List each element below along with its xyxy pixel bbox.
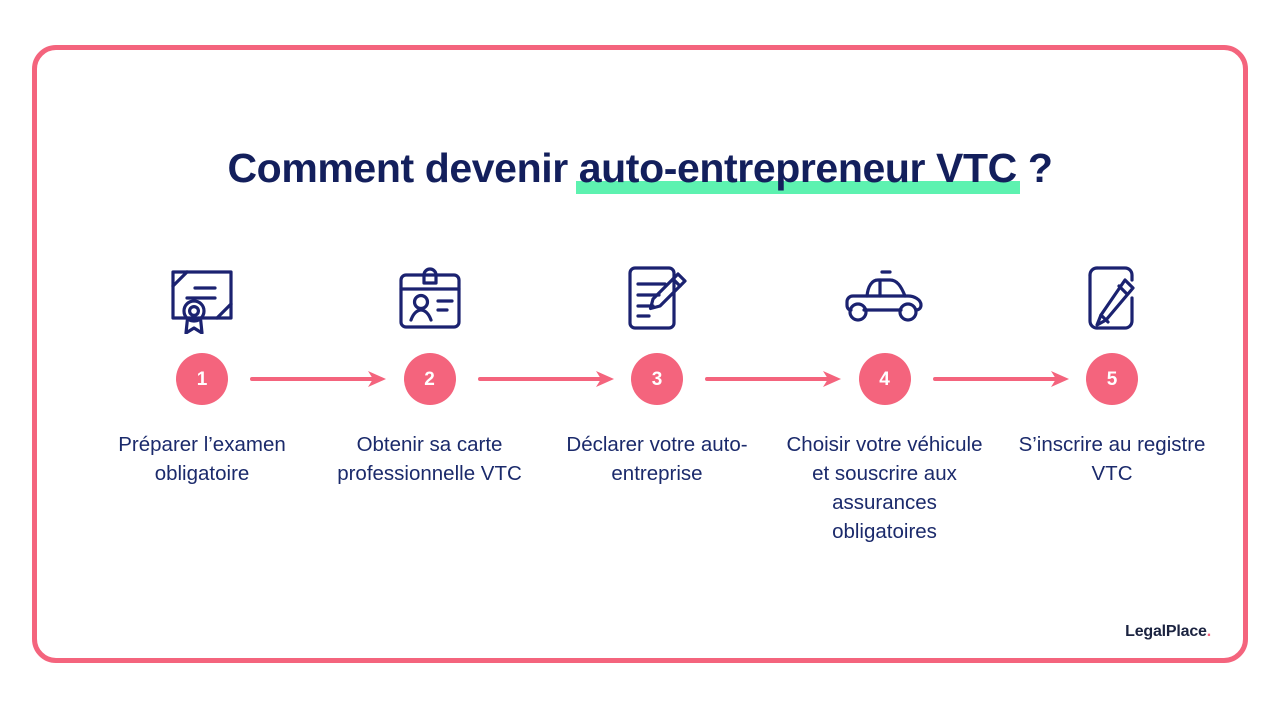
title-text-after: ?	[1016, 145, 1053, 192]
logo-text: LegalPlace	[1125, 623, 1207, 640]
title-text-before: Comment devenir	[227, 145, 579, 192]
step-number-badge: 2	[403, 353, 456, 405]
step-5-badge-row: 5	[1017, 341, 1207, 417]
step-caption: Choisir votre véhicule et souscrire aux …	[786, 433, 983, 543]
title-container: Comment devenir auto-entrepreneur VTC ?	[37, 118, 1243, 220]
step-5: 5 S’inscrire au registre VTC	[1017, 255, 1207, 488]
step-number-badge: 5	[1086, 353, 1138, 405]
step-4: 4 Choisir votre véhicule et souscrire au…	[786, 255, 1069, 546]
step-2-badge-row: 2	[335, 341, 614, 417]
step-3: 3 Déclarer votre auto-entreprise	[562, 255, 841, 488]
step-3-badge-row: 3	[562, 341, 841, 417]
certificate-icon	[163, 255, 241, 341]
logo-dot: .	[1206, 623, 1211, 640]
slide-border-frame: Comment devenir auto-entrepreneur VTC ?	[32, 45, 1248, 663]
step-2: 2 Obtenir sa carte professionnelle VTC	[335, 255, 614, 488]
document-pencil-icon	[621, 255, 693, 341]
car-icon	[842, 255, 928, 341]
step-number-badge: 3	[631, 353, 683, 405]
step-1: 1 Préparer l’examen obligatoire	[107, 255, 386, 488]
step-number-badge: 1	[176, 353, 228, 405]
title-highlighted-text: auto-entrepreneur VTC	[575, 145, 1020, 195]
register-pen-icon	[1077, 255, 1147, 341]
id-card-icon	[393, 255, 467, 341]
step-number-badge: 4	[858, 353, 911, 405]
page-title: Comment devenir auto-entrepreneur VTC ?	[227, 145, 1053, 195]
step-caption: Déclarer votre auto-entreprise	[566, 433, 748, 485]
step-1-badge-row: 1	[107, 341, 386, 417]
legalplace-logo: LegalPlace.	[1125, 623, 1211, 641]
steps-row: 1 Préparer l’examen obligatoire	[107, 255, 1207, 546]
step-caption: S’inscrire au registre VTC	[1018, 433, 1206, 485]
step-caption: Préparer l’examen obligatoire	[118, 433, 286, 485]
step-4-badge-row: 4	[790, 341, 1069, 417]
step-caption: Obtenir sa carte professionnelle VTC	[337, 433, 522, 485]
